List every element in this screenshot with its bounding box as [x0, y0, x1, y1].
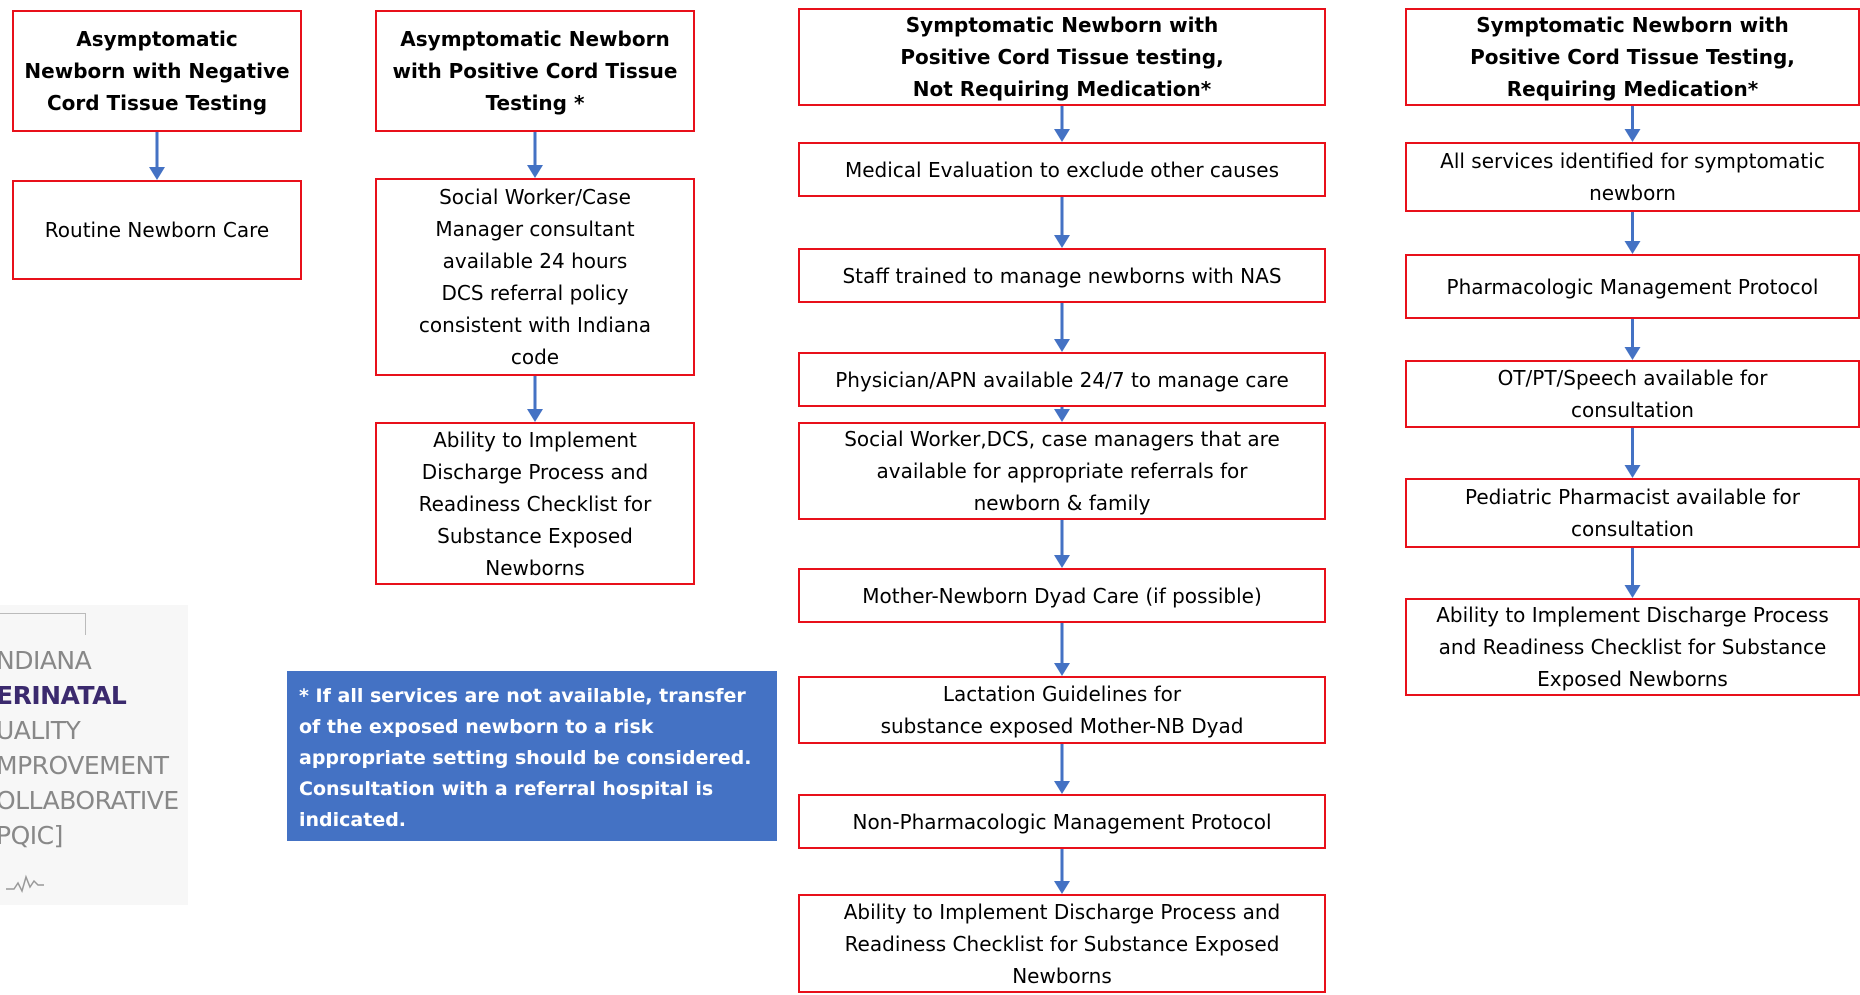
connector-arrowhead — [1624, 129, 1641, 142]
connector-arrowhead — [527, 165, 543, 178]
connector-arrowhead — [1054, 881, 1070, 894]
connector-arrowhead — [1624, 465, 1641, 478]
connector-arrowhead — [1054, 235, 1070, 248]
col4-step-3: OT/PT/Speech available for consultation — [1405, 360, 1860, 428]
heartbeat-mark-icon — [6, 874, 44, 894]
col3-step-5: Mother-Newborn Dyad Care (if possible) — [798, 568, 1326, 623]
col3-step-1: Medical Evaluation to exclude other caus… — [798, 142, 1326, 197]
col4-step-2: Pharmacologic Management Protocol — [1405, 254, 1860, 319]
col1-step-1: Routine Newborn Care — [12, 180, 302, 280]
col2-header: Asymptomatic Newborn with Positive Cord … — [375, 10, 695, 132]
connector-arrowhead — [1054, 339, 1070, 352]
col2-step-2: Ability to Implement Discharge Process a… — [375, 422, 695, 585]
col3-step-6: Lactation Guidelines for substance expos… — [798, 676, 1326, 744]
logo-wordmark: NDIANA ERINATAL UALITY MPROVEMENT OLLABO… — [0, 646, 179, 850]
col4-step-1: All services identified for symptomatic … — [1405, 142, 1860, 212]
col3-step-3: Physician/APN available 24/7 to manage c… — [798, 352, 1326, 407]
col4-step-4: Pediatric Pharmacist available for consu… — [1405, 478, 1860, 548]
connector-arrowhead — [1054, 409, 1070, 422]
col3-step-7: Non-Pharmacologic Management Protocol — [798, 794, 1326, 849]
connector-arrowhead — [1054, 129, 1070, 142]
connector-arrowhead — [1624, 585, 1641, 598]
col3-step-4: Social Worker,DCS, case managers that ar… — [798, 422, 1326, 520]
col3-step-2: Staff trained to manage newborns with NA… — [798, 248, 1326, 303]
col4-step-5: Ability to Implement Discharge Process a… — [1405, 598, 1860, 696]
connector-arrowhead — [1054, 555, 1070, 568]
connector-arrowhead — [149, 167, 165, 180]
ipqic-logo: NDIANA ERINATAL UALITY MPROVEMENT OLLABO… — [0, 605, 188, 905]
col2-step-1: Social Worker/Case Manager consultant av… — [375, 178, 695, 376]
col3-step-8: Ability to Implement Discharge Process a… — [798, 894, 1326, 993]
col3-header: Symptomatic Newborn with Positive Cord T… — [798, 8, 1326, 106]
connector-arrowhead — [1624, 347, 1641, 360]
col4-header: Symptomatic Newborn with Positive Cord T… — [1405, 8, 1860, 106]
col1-header: Asymptomatic Newborn with Negative Cord … — [12, 10, 302, 132]
connector-arrowhead — [1054, 781, 1070, 794]
connector-arrowhead — [1054, 663, 1070, 676]
connector-arrowhead — [1624, 241, 1641, 254]
connector-arrowhead — [527, 409, 543, 422]
availability-note: * If all services are not available, tra… — [287, 671, 777, 841]
